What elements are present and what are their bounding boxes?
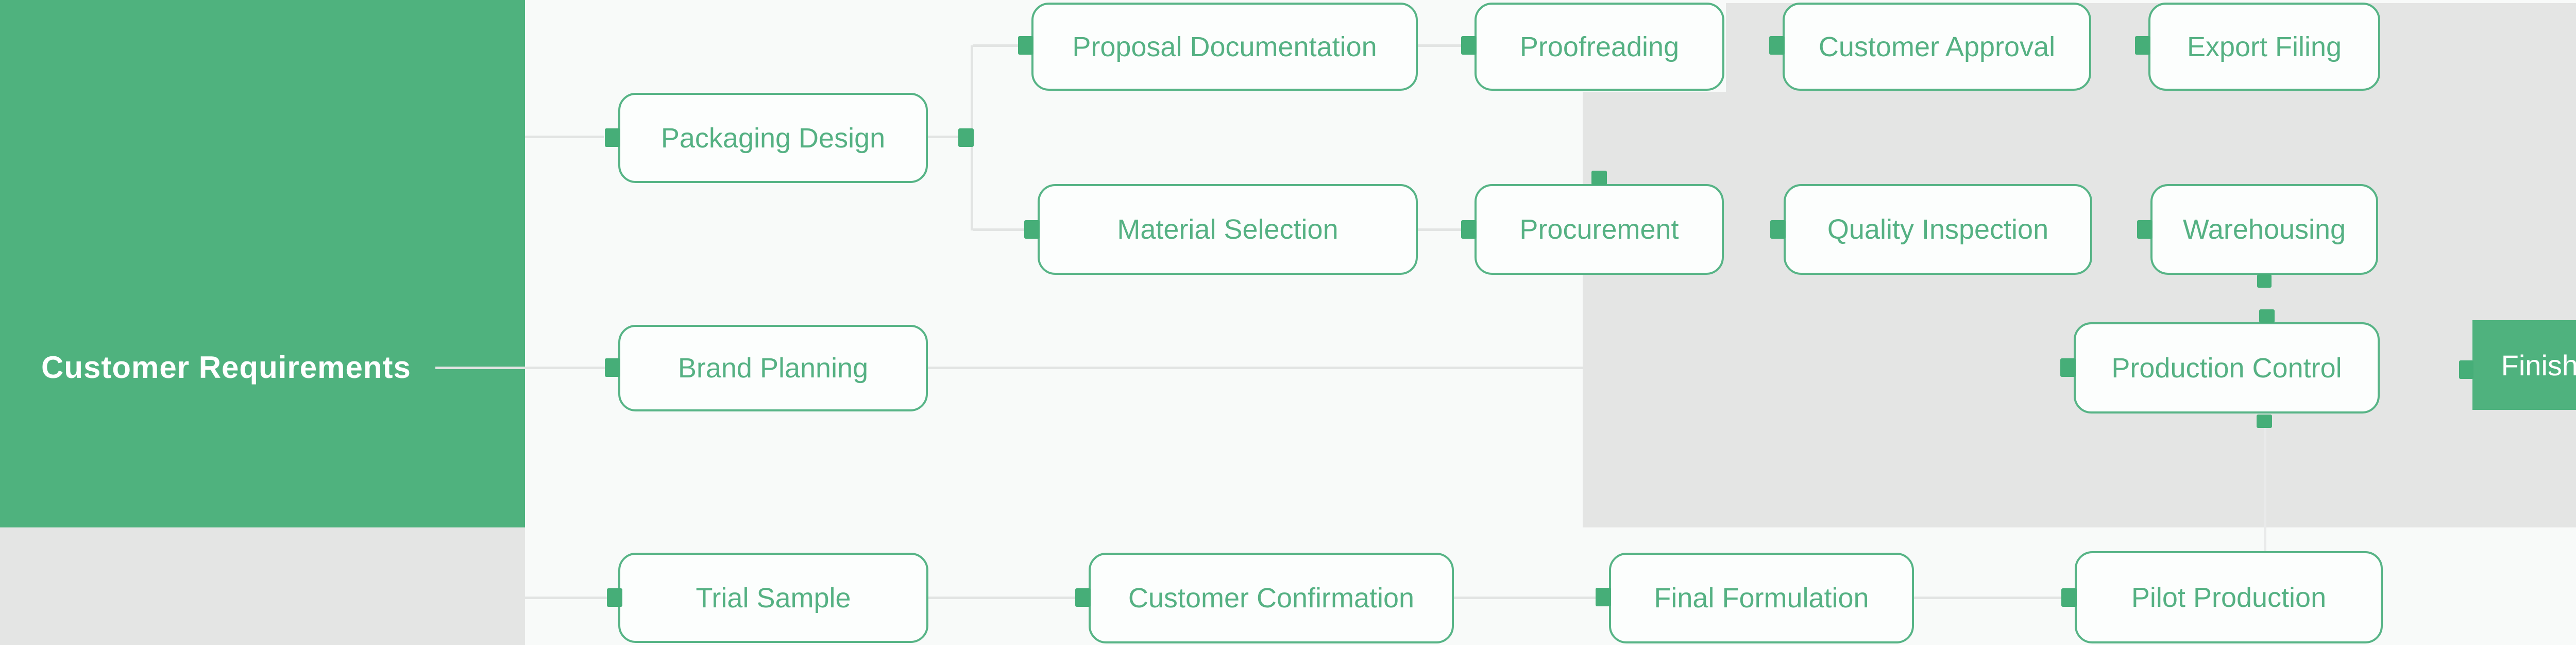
- node-pilot-production-label: Pilot Production: [2131, 582, 2327, 613]
- gray-strip-bottom-left: [0, 527, 525, 645]
- handle-customer-confirmation-left[interactable]: [1075, 588, 1091, 607]
- handle-material-selection-left[interactable]: [1024, 220, 1040, 239]
- edge-start-to-packaging-design[interactable]: [525, 136, 604, 138]
- node-packaging-design[interactable]: Packaging Design: [618, 93, 928, 183]
- node-procurement[interactable]: Procurement: [1475, 184, 1724, 275]
- handle-pilot-production-left[interactable]: [2061, 588, 2077, 607]
- handle-finished-left[interactable]: [2459, 360, 2473, 379]
- handle-trial-sample-left[interactable]: [607, 588, 622, 607]
- handle-brand-planning-left[interactable]: [605, 358, 620, 377]
- node-finished-label: Finished: [2501, 349, 2576, 382]
- handle-production-control-bottom[interactable]: [2257, 415, 2272, 428]
- edge-proposal-to-proofreading[interactable]: [1418, 44, 1461, 47]
- edge-confirmation-to-final-formulation[interactable]: [1454, 597, 1596, 599]
- handle-packaging-design-left[interactable]: [605, 128, 620, 147]
- handle-production-control-top[interactable]: [2259, 309, 2275, 323]
- node-production-control-label: Production Control: [2111, 352, 2342, 384]
- node-proofreading-label: Proofreading: [1519, 31, 1680, 62]
- node-quality-inspection-label: Quality Inspection: [1827, 214, 2049, 245]
- node-finished[interactable]: Finished: [2472, 320, 2576, 410]
- node-customer-confirmation[interactable]: Customer Confirmation: [1089, 553, 1454, 643]
- start-block[interactable]: [0, 0, 525, 527]
- handle-production-control-left[interactable]: [2060, 358, 2076, 377]
- node-customer-approval-label: Customer Approval: [1818, 31, 2056, 62]
- handle-proposal-documentation-left[interactable]: [1018, 36, 1033, 55]
- node-export-filing[interactable]: Export Filing: [2148, 3, 2380, 91]
- handle-final-formulation-left[interactable]: [1596, 588, 1611, 606]
- edge-trial-to-customer-confirmation[interactable]: [928, 597, 1075, 599]
- edge-production-control-to-pilot-production[interactable]: [2264, 428, 2266, 553]
- handle-warehousing-left[interactable]: [2137, 220, 2153, 239]
- node-proofreading[interactable]: Proofreading: [1475, 3, 1724, 91]
- node-warehousing-label: Warehousing: [2182, 214, 2346, 245]
- edge-branch-to-material-selection[interactable]: [973, 228, 1024, 231]
- edge-branch-to-proposal-documentation[interactable]: [973, 44, 1018, 47]
- node-packaging-design-label: Packaging Design: [660, 122, 886, 154]
- node-proposal-documentation-label: Proposal Documentation: [1072, 31, 1377, 62]
- node-material-selection[interactable]: Material Selection: [1038, 184, 1418, 275]
- node-trial-sample-label: Trial Sample: [696, 582, 851, 614]
- node-final-formulation[interactable]: Final Formulation: [1609, 553, 1914, 643]
- edge-to-trial-sample[interactable]: [525, 597, 607, 599]
- handle-warehousing-bottom[interactable]: [2257, 274, 2272, 288]
- edge-material-to-procurement[interactable]: [1418, 228, 1463, 231]
- handle-proofreading-left[interactable]: [1461, 36, 1477, 55]
- handle-quality-inspection-left[interactable]: [1770, 220, 1786, 239]
- edge-packaging-design-out[interactable]: [928, 136, 959, 138]
- edge-formulation-to-pilot-production[interactable]: [1914, 597, 2061, 599]
- node-export-filing-label: Export Filing: [2187, 31, 2342, 62]
- node-customer-approval[interactable]: Customer Approval: [1783, 3, 2091, 91]
- node-production-control[interactable]: Production Control: [2074, 322, 2380, 414]
- handle-customer-approval-left[interactable]: [1769, 36, 1785, 55]
- edge-start-to-brand-planning[interactable]: [435, 367, 605, 369]
- node-warehousing[interactable]: Warehousing: [2150, 184, 2378, 275]
- node-trial-sample[interactable]: Trial Sample: [618, 553, 928, 643]
- node-proposal-documentation[interactable]: Proposal Documentation: [1031, 3, 1418, 91]
- node-quality-inspection[interactable]: Quality Inspection: [1784, 184, 2092, 275]
- node-pilot-production[interactable]: Pilot Production: [2075, 551, 2383, 643]
- handle-packaging-design-right[interactable]: [958, 128, 974, 147]
- handle-procurement-left[interactable]: [1461, 220, 1477, 239]
- edge-brand-planning-to-production-control[interactable]: [928, 367, 1583, 369]
- node-brand-planning[interactable]: Brand Planning: [618, 325, 928, 411]
- handle-procurement-top[interactable]: [1591, 171, 1607, 185]
- node-customer-confirmation-label: Customer Confirmation: [1128, 583, 1415, 614]
- node-procurement-label: Procurement: [1519, 214, 1679, 245]
- node-brand-planning-label: Brand Planning: [677, 353, 869, 384]
- handle-export-filing-left[interactable]: [2135, 36, 2150, 55]
- start-node-label: Customer Requirements: [41, 350, 411, 385]
- gray-panel-left-extension: [1583, 92, 1726, 527]
- node-final-formulation-label: Final Formulation: [1654, 583, 1869, 614]
- node-material-selection-label: Material Selection: [1117, 214, 1338, 245]
